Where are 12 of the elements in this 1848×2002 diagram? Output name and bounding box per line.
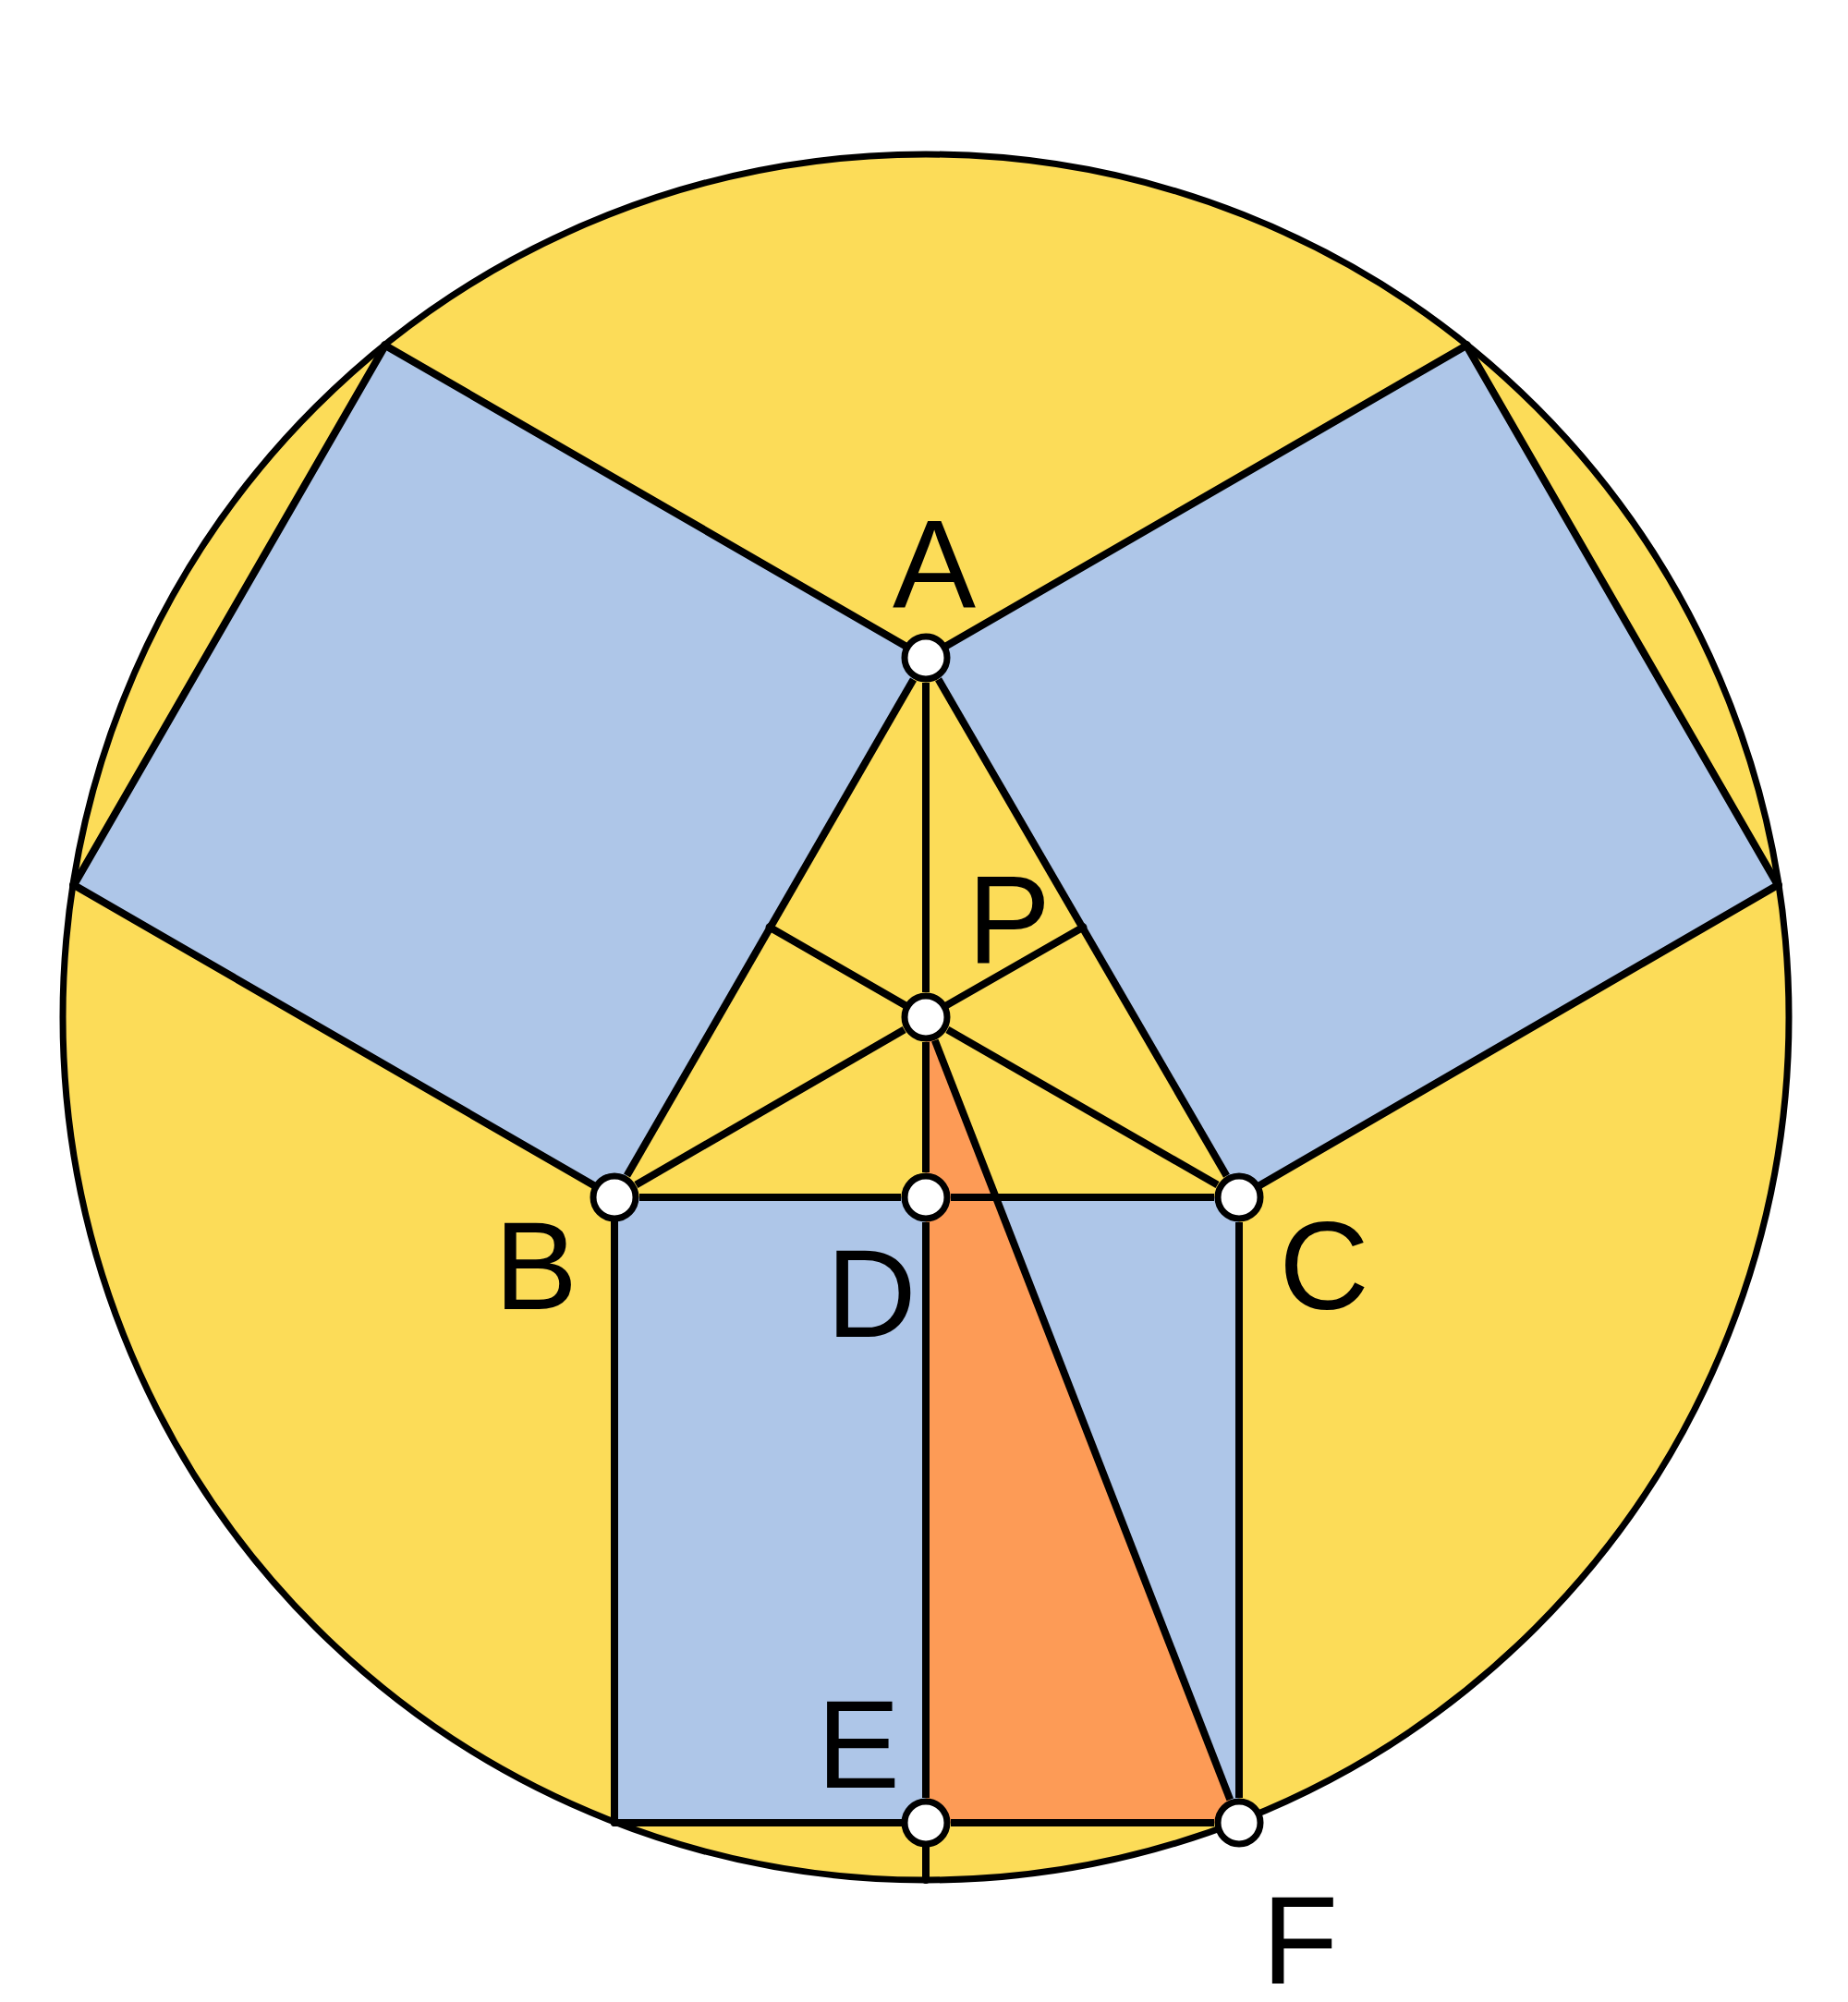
line-segment	[624, 677, 917, 1178]
point-label: C	[1278, 1204, 1370, 1329]
line-segment	[945, 1026, 1220, 1188]
point-label: F	[1260, 1878, 1340, 2002]
line-segment	[634, 1026, 906, 1188]
point-label: A	[891, 502, 977, 626]
line-segment	[931, 1038, 1234, 1802]
point-label: E	[815, 1682, 901, 1807]
point-label: B	[492, 1204, 578, 1329]
point-label: D	[825, 1232, 918, 1356]
point-label: P	[966, 857, 1052, 982]
line-segment	[935, 677, 1230, 1178]
